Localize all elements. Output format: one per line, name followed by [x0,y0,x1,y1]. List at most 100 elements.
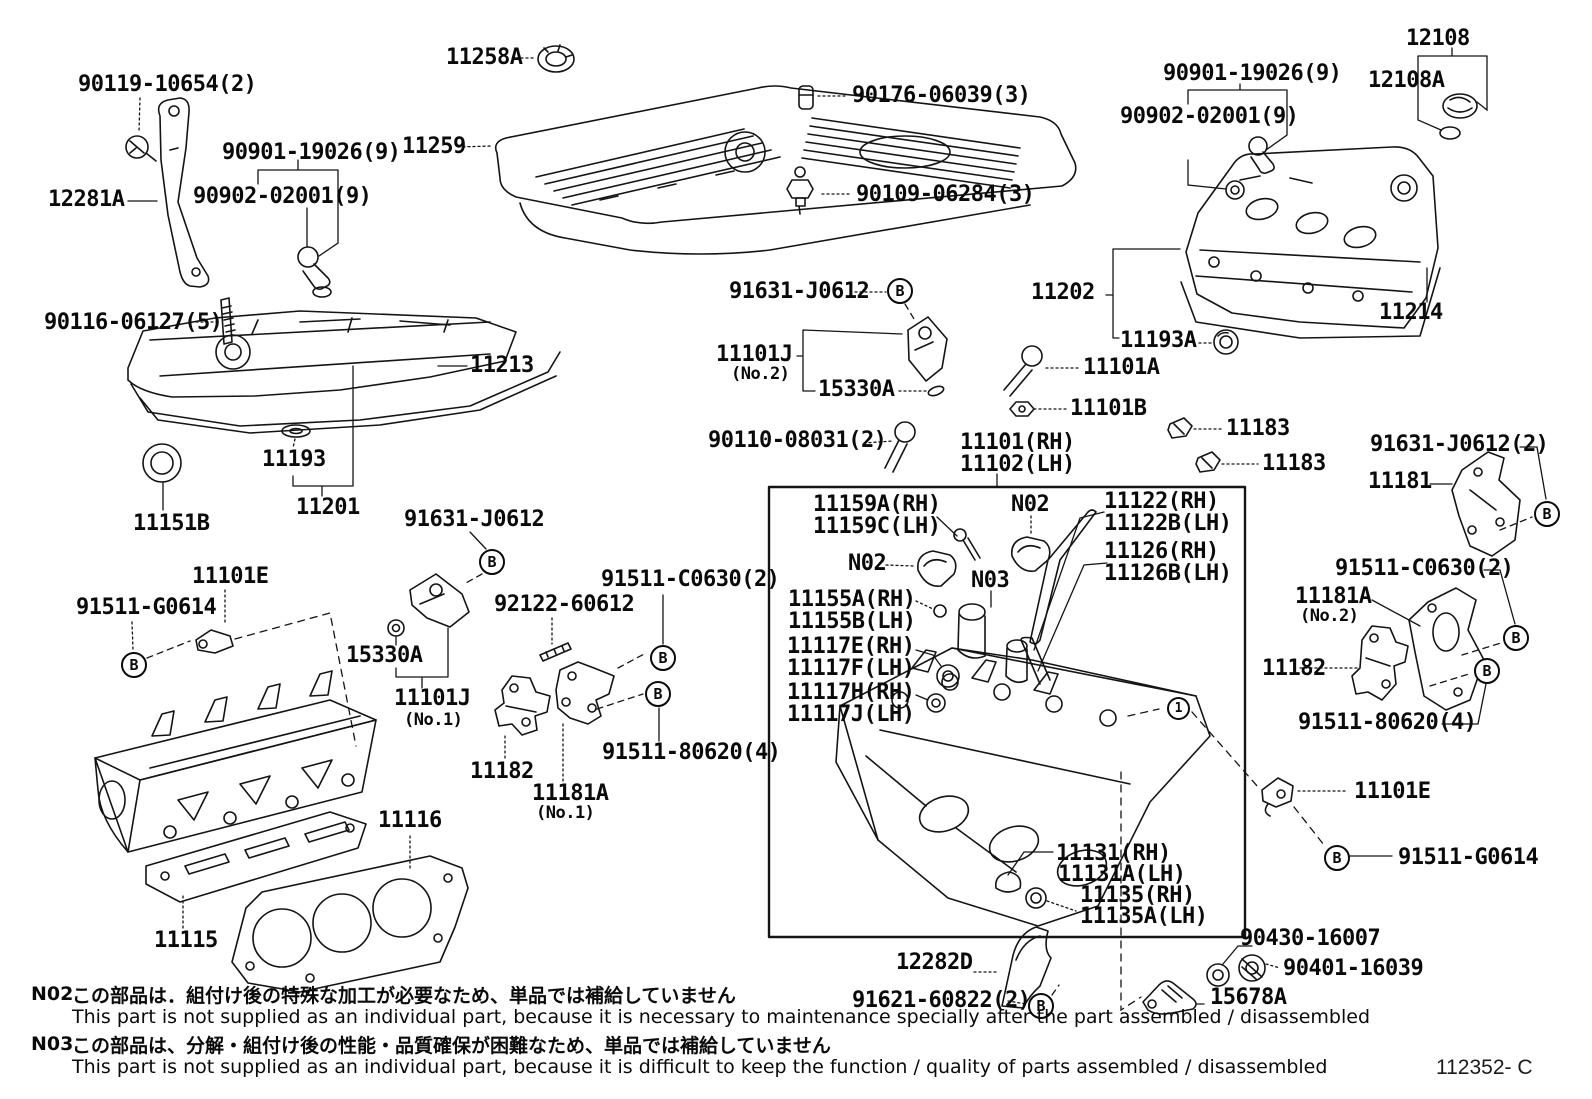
part-label-11131-RH: 11131(RH) [1056,841,1171,866]
part-label-11214: 11214 [1379,300,1443,325]
ref-marker-B-9: B [1324,845,1350,871]
coil-no2-sketch [907,316,948,397]
part-label-11181A-no2: 11181A [1295,584,1372,609]
cap-11131-sketch [994,871,1022,893]
seal-11193-sketch [281,424,311,438]
bracket-12281A-sketch [157,97,210,288]
note-ref-N03: N03 [971,568,1010,593]
ref-marker-1: 1 [1167,697,1190,720]
bracket-11181-sketch [1451,451,1521,557]
part-label-11151B: 11151B [133,511,210,536]
footnote-n03-jp: この部品は、分解・組付け後の性能・品質確保が困難なため、単品では補給していません [72,1035,831,1057]
part-label-90109-06284: 90109-06284(3) [856,182,1035,207]
part-label-91631-J0612-right: 91631-J0612(2) [1370,432,1549,457]
spark-plug-sketch [786,166,814,215]
part-label-90176-06039: 90176-06039(3) [852,83,1031,108]
part-label-11102-LH: 11102(LH) [960,452,1075,477]
part-label-11135A-LH: 11135A(LH) [1080,904,1208,929]
part-label-11101B: 11101B [1070,396,1147,421]
part-label-12282D: 12282D [896,950,973,975]
footnote-n02-en: This part is not supplied as an individu… [72,1006,1371,1028]
part-label-92122-60612: 92122-60612 [494,592,635,617]
part-label-91511-G0614-left: 91511-G0614 [76,595,217,620]
footnote-n02-jp: この部品は．組付け後の特殊な加工が必要なため、単品では補給していません [72,985,736,1007]
rocker-N02a-sketch [1010,536,1051,573]
part-label-11122-RH: 11122(RH) [1104,489,1219,514]
part-label-11115: 11115 [154,928,218,953]
lifter-N03-sketch [957,603,1028,684]
valve-15678A-sketch [1142,980,1197,1015]
gasket-11116-sketch [231,855,469,993]
part-label-11101E-right: 11101E [1354,779,1431,804]
ref-marker-B-10: B [1028,993,1054,1019]
part-label-11181A-no1: 11181A [532,781,609,806]
valve-cover-left-sketch [127,310,561,434]
part-label-12281A: 12281A [48,187,125,212]
page-code: 112352- C [1436,1056,1533,1079]
part-label-11116: 11116 [378,808,442,833]
ref-marker-B-3: B [121,652,147,678]
rocker-N02b-sketch [916,550,957,587]
pcv-sketch [798,85,814,110]
part-label-12108A: 12108A [1368,68,1445,93]
part-label-11117H-RH: 11117H(RH) [787,680,915,705]
part-label-91511-80620-right: 91511-80620(4) [1298,710,1477,735]
part-label-11101E-left: 11101E [192,564,269,589]
grommet-11258A-sketch [537,44,575,73]
part-label-11183-b: 11183 [1262,451,1326,476]
pushrod-sketch [1020,509,1097,685]
part-label-11126B-LH: 11126B(LH) [1104,561,1232,586]
part-label-11122B-LH: 11122B(LH) [1104,511,1232,536]
footnote-n03-en: This part is not supplied as an individu… [72,1056,1328,1078]
shim-11155-sketch [933,604,947,618]
cap-11117H-sketch [926,693,946,713]
ref-marker-B-6: B [1534,501,1560,527]
part-label-90119-10654: 90119-10654(2) [78,72,257,97]
part-label-90110-08031: 90110-08031(2) [708,428,887,453]
bracket-11181A1-sketch [555,661,615,725]
gasket-90430-sketch [1206,963,1230,987]
part-label-11258A: 11258A [446,45,523,70]
part-label-90901-19026-right: 90901-19026(9) [1163,61,1342,86]
grommet-11193A-sketch [1213,329,1239,355]
part-label-11131A-LH: 11131A(LH) [1058,862,1186,887]
gasket-11115-sketch [145,811,367,903]
part-label-11101J-no2: 11101J [716,342,793,367]
seal-11135-sketch [1025,887,1047,909]
part-label-91511-C0630-left: 91511-C0630(2) [601,567,780,592]
seal-11151B-sketch [142,443,182,483]
part-label-90901-19026-left: 90901-19026(9) [222,140,401,165]
part-label-90401-16039: 90401-16039 [1283,956,1424,981]
part-label-11101-RH: 11101(RH) [960,430,1075,455]
bracket-11181A2-sketch [1408,587,1485,711]
bolt-11101A-sketch [1003,345,1043,397]
bolt-11159-sketch [953,528,981,561]
bolt-90119-sketch [125,135,157,162]
plate-11182R-sketch [1351,625,1409,701]
ref-marker-B-4: B [650,645,676,671]
part-sublabel-no1: (No.1) [404,710,463,730]
seal-15330A-left-sketch [387,619,405,637]
plug-11183b-sketch [1195,451,1221,473]
note-ref-N02-a: N02 [1011,492,1050,517]
bolt-90110-sketch [884,421,916,473]
part-label-11117J-LH: 11117J(LH) [787,702,915,727]
part-label-11155B-LH: 11155B(LH) [788,609,916,634]
part-label-91511-G0614-right: 91511-G0614 [1398,845,1539,870]
part-label-12108: 12108 [1406,26,1470,51]
union-90401-sketch [1238,954,1266,982]
part-label-11159A-RH: 11159A(RH) [813,492,941,517]
stud-92122-sketch [539,642,572,662]
part-label-15330A-center: 15330A [818,377,895,402]
part-label-11201: 11201 [296,495,360,520]
part-label-11213: 11213 [470,353,534,378]
part-label-90902-02001-right: 90902-02001(9) [1120,104,1299,129]
footnote-n02-tag: N02 [31,983,74,1005]
part-label-11159C-LH: 11159C(LH) [813,514,941,539]
ref-marker-B-8: B [1474,658,1500,684]
part-label-91511-80620-left: 91511-80620(4) [602,740,781,765]
part-label-11117F-LH: 11117F(LH) [787,656,915,681]
part-label-11182-center: 11182 [470,759,534,784]
